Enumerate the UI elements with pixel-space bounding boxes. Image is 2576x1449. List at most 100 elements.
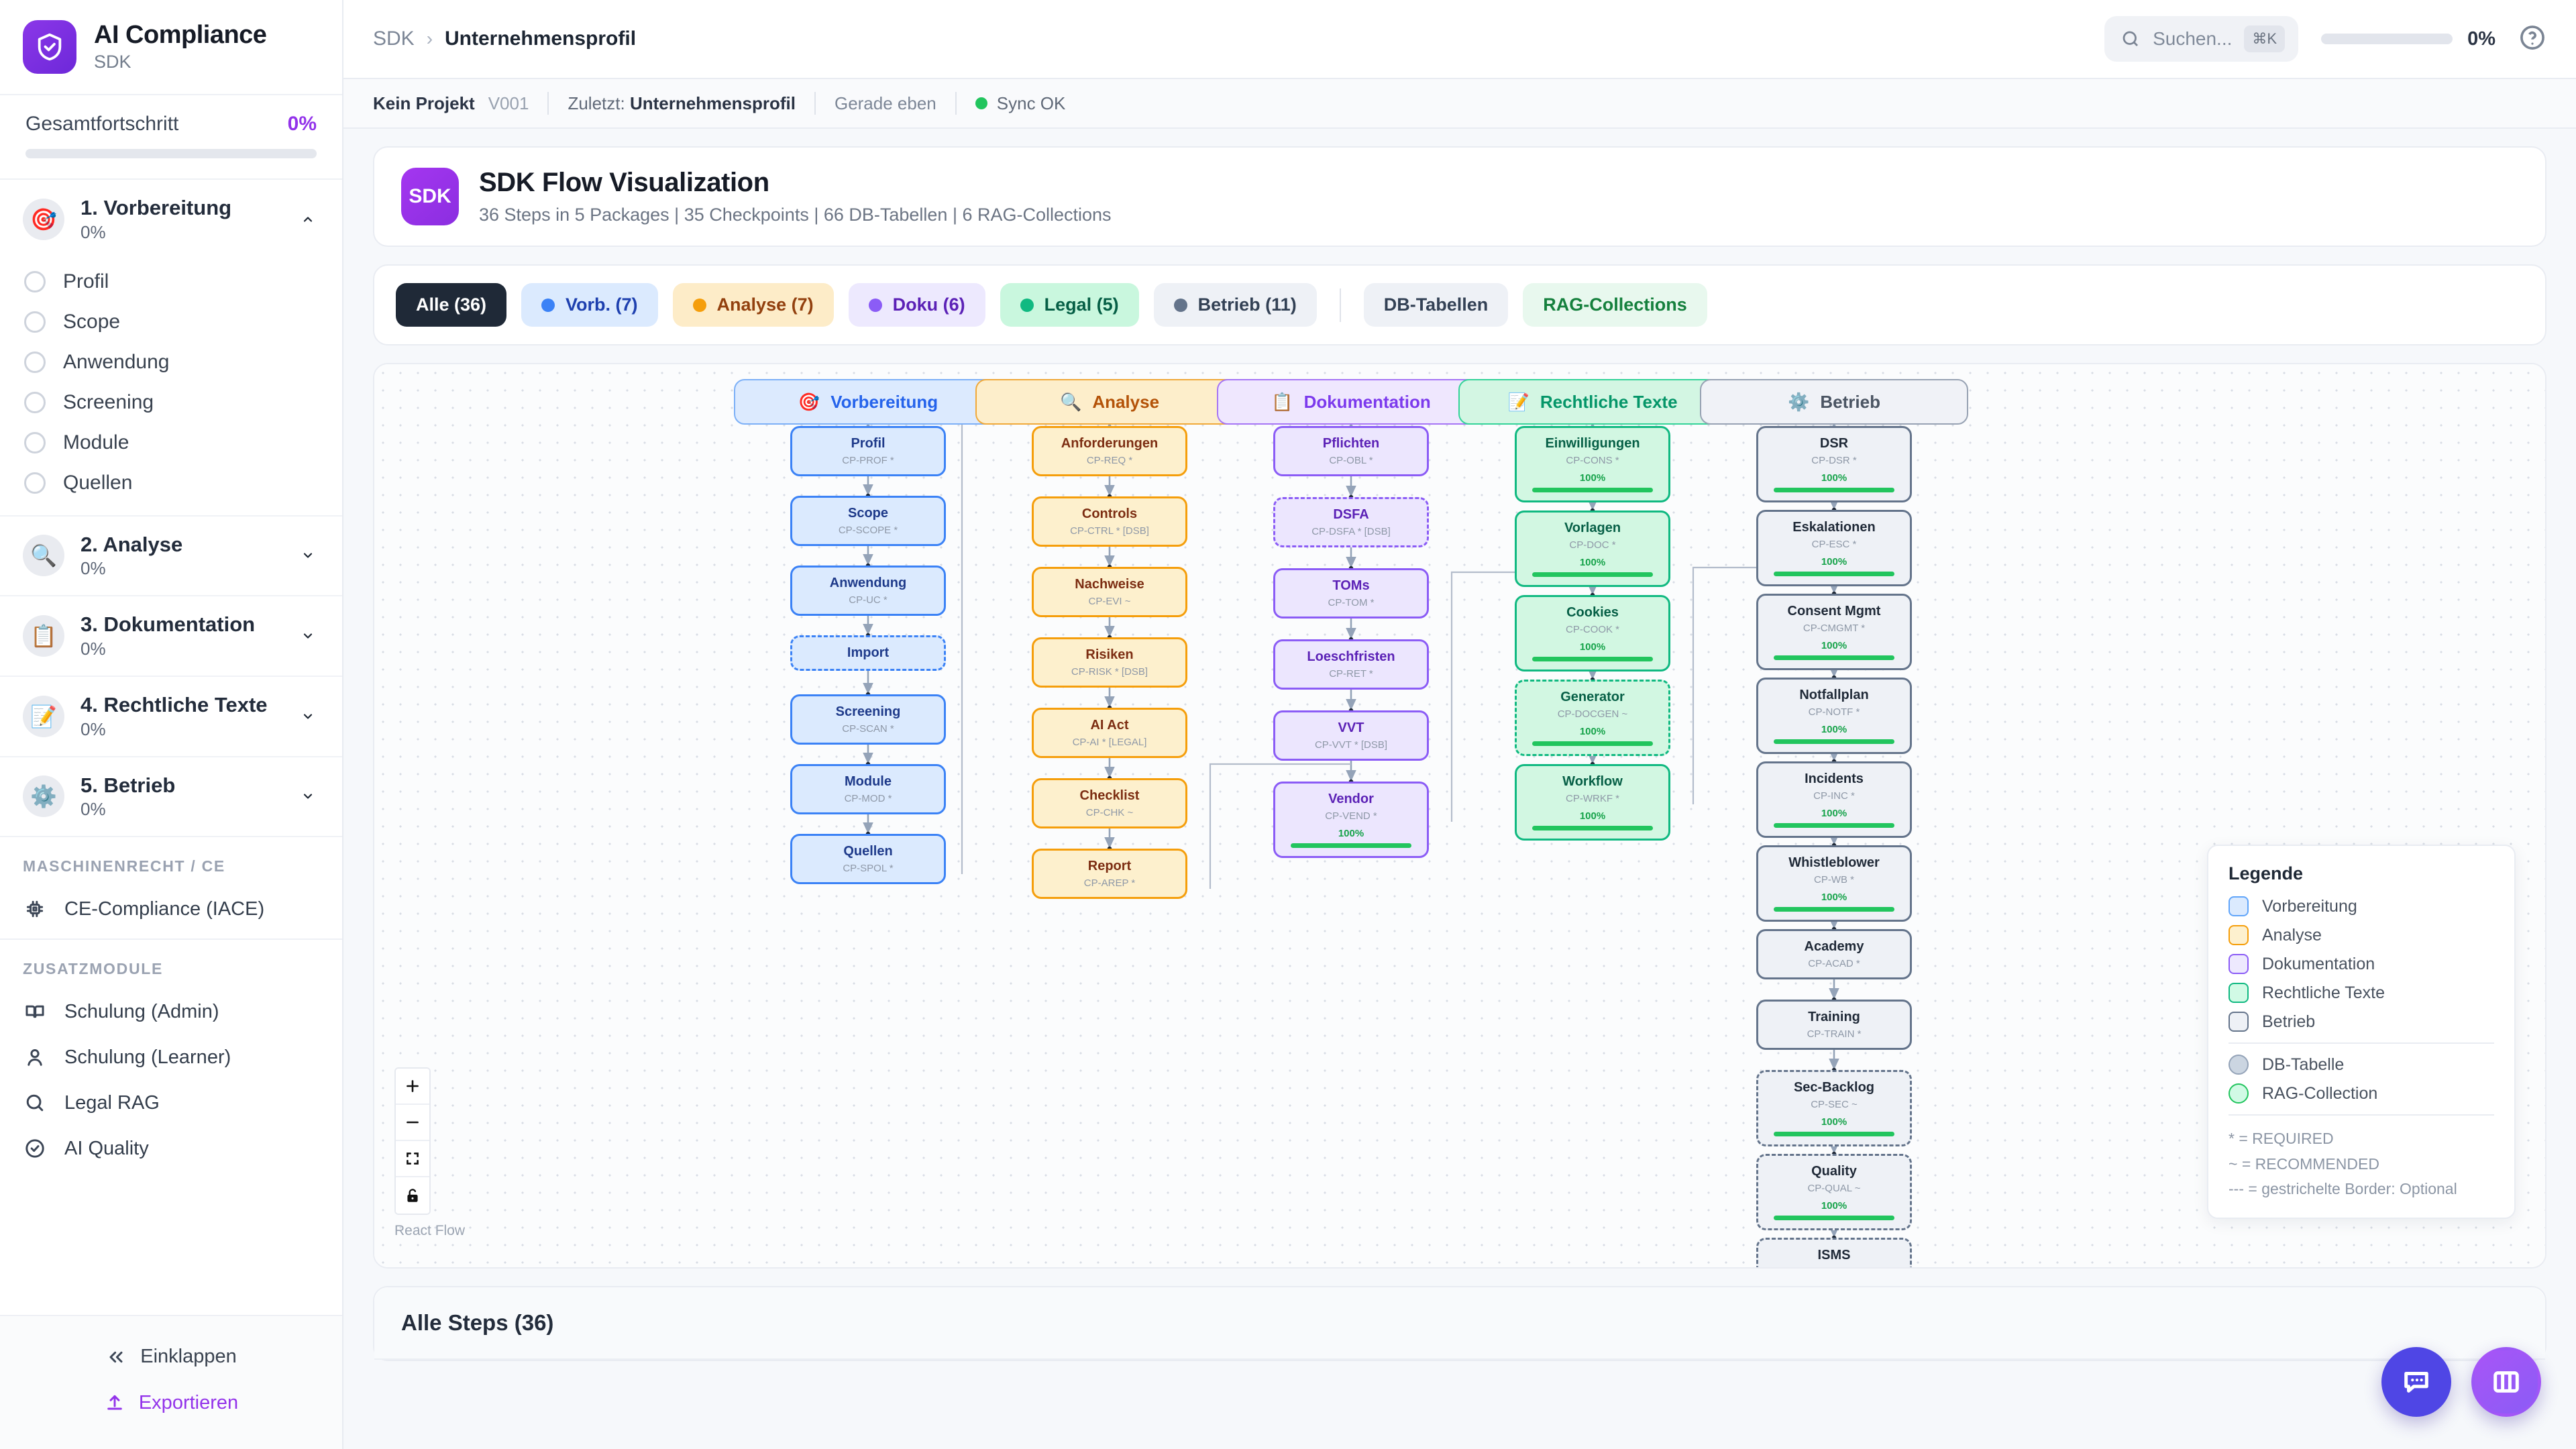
filter-chip-betrieb-11[interactable]: Betrieb (11) xyxy=(1153,283,1317,327)
step-status-radio[interactable] xyxy=(24,472,46,494)
filter-chip-rag-collections[interactable]: RAG-Collections xyxy=(1523,283,1707,327)
sidebar-item-anwendung[interactable]: Anwendung xyxy=(0,342,342,382)
flow-node-cookies[interactable]: Cookies CP-COOK * 100% xyxy=(1515,595,1670,672)
step-status-radio[interactable] xyxy=(24,311,46,333)
sidebar-item-module[interactable]: Module xyxy=(0,423,342,463)
phase-toggle-1[interactable] xyxy=(297,213,319,226)
flow-node-quellen[interactable]: Quellen CP-SPOL * xyxy=(790,834,946,884)
flow-node-import[interactable]: Import xyxy=(790,635,946,671)
meta-divider-1 xyxy=(547,92,549,115)
flow-node-consent-mgmt[interactable]: Consent Mgmt CP-CMGMT * 100% xyxy=(1756,594,1912,670)
flow-node-anwendung[interactable]: Anwendung CP-UC * xyxy=(790,566,946,616)
sync-status-label: Sync OK xyxy=(996,93,1066,113)
phase-header-1[interactable]: 🎯 1. Vorbereitung 0% xyxy=(0,180,342,259)
flow-node-code: CP-QUAL ~ xyxy=(1807,1183,1861,1194)
flow-node-loeschfristen[interactable]: Loeschfristen CP-RET * xyxy=(1273,639,1429,690)
sidebar-item-schulung-admin[interactable]: Schulung (Admin) xyxy=(0,989,342,1034)
flow-node-percent: 100% xyxy=(1821,724,1847,735)
sidebar-item-screening[interactable]: Screening xyxy=(0,382,342,423)
step-status-radio[interactable] xyxy=(24,391,46,413)
flow-node-workflow[interactable]: Workflow CP-WRKF * 100% xyxy=(1515,764,1670,841)
flow-node-profil[interactable]: Profil CP-PROF * xyxy=(790,426,946,476)
lock-toggle-button[interactable] xyxy=(396,1177,429,1214)
phase-toggle-3[interactable] xyxy=(297,629,319,643)
flow-node-toms[interactable]: TOMs CP-TOM * xyxy=(1273,568,1429,619)
flow-node-sec-backlog[interactable]: Sec-Backlog CP-SEC ~ 100% xyxy=(1756,1070,1912,1146)
flow-node-checklist[interactable]: Checklist CP-CHK ~ xyxy=(1032,778,1187,828)
legend-row-betrieb: Betrieb xyxy=(2229,1012,2494,1032)
flow-node-training[interactable]: Training CP-TRAIN * xyxy=(1756,1000,1912,1050)
flow-node-academy[interactable]: Academy CP-ACAD * xyxy=(1756,929,1912,979)
flow-node-eskalationen[interactable]: Eskalationen CP-ESC * 100% xyxy=(1756,510,1912,586)
export-button[interactable]: Exportieren xyxy=(0,1380,342,1426)
legend-label: Dokumentation xyxy=(2262,954,2375,973)
sidebar-item-quellen[interactable]: Quellen xyxy=(0,463,342,503)
search-input[interactable]: Suchen... ⌘K xyxy=(2104,16,2299,62)
lane-emoji-icon: ⚙️ xyxy=(1788,391,1810,412)
flow-node-quality[interactable]: Quality CP-QUAL ~ 100% xyxy=(1756,1154,1912,1230)
breadcrumb-root[interactable]: SDK xyxy=(373,28,415,50)
step-status-radio[interactable] xyxy=(24,431,46,453)
flow-node-vorlagen[interactable]: Vorlagen CP-DOC * 100% xyxy=(1515,511,1670,587)
sidebar-item-schulung-learner[interactable]: Schulung (Learner) xyxy=(0,1034,342,1080)
flow-node-module[interactable]: Module CP-MOD * xyxy=(790,764,946,814)
panel-fab[interactable] xyxy=(2471,1347,2541,1417)
phase-header-5[interactable]: ⚙️ 5. Betrieb 0% xyxy=(0,757,342,837)
filter-chip-analyse-7[interactable]: Analyse (7) xyxy=(672,283,834,327)
flow-node-vvt[interactable]: VVT CP-VVT * [DSB] xyxy=(1273,710,1429,761)
step-status-radio[interactable] xyxy=(24,351,46,373)
sync-status-dot xyxy=(975,97,987,109)
zoom-out-button[interactable] xyxy=(396,1105,429,1141)
legend-divider-2 xyxy=(2229,1114,2494,1116)
flow-node-ai-act[interactable]: AI Act CP-AI * [LEGAL] xyxy=(1032,708,1187,758)
flow-node-title: Cookies xyxy=(1566,605,1619,620)
flow-node-scope[interactable]: Scope CP-SCOPE * xyxy=(790,496,946,546)
phase-header-3[interactable]: 📋 3. Dokumentation 0% xyxy=(0,596,342,676)
filter-chip-vorb-7[interactable]: Vorb. (7) xyxy=(521,283,658,327)
flow-node-notfallplan[interactable]: Notfallplan CP-NOTF * 100% xyxy=(1756,678,1912,754)
flow-canvas-card[interactable]: 🎯 Vorbereitung 🔍 Analyse 📋 Dokumentation… xyxy=(373,363,2546,1269)
collapse-sidebar-button[interactable]: Einklappen xyxy=(0,1334,342,1380)
phase-toggle-5[interactable] xyxy=(297,790,319,803)
flow-node-pflichten[interactable]: Pflichten CP-OBL * xyxy=(1273,426,1429,476)
flow-canvas-grid[interactable] xyxy=(374,364,2545,1267)
phase-icon-4: 📝 xyxy=(23,695,64,737)
zoom-in-button[interactable] xyxy=(396,1069,429,1105)
flow-node-risiken[interactable]: Risiken CP-RISK * [DSB] xyxy=(1032,637,1187,688)
flow-node-isms[interactable]: ISMS CP-ISMS ~ [DSB] 100% xyxy=(1756,1238,1912,1267)
flow-node-code: CP-EVI ~ xyxy=(1088,596,1131,607)
sidebar-item-profil[interactable]: Profil xyxy=(0,262,342,302)
help-button[interactable] xyxy=(2518,23,2546,55)
flow-node-incidents[interactable]: Incidents CP-INC * 100% xyxy=(1756,761,1912,838)
flow-node-screening[interactable]: Screening CP-SCAN * xyxy=(790,694,946,745)
phase-header-2[interactable]: 🔍 2. Analyse 0% xyxy=(0,517,342,596)
filter-chip-doku-6[interactable]: Doku (6) xyxy=(848,283,985,327)
phase-header-4[interactable]: 📝 4. Rechtliche Texte 0% xyxy=(0,677,342,756)
flow-node-einwilligungen[interactable]: Einwilligungen CP-CONS * 100% xyxy=(1515,426,1670,502)
phase-toggle-4[interactable] xyxy=(297,710,319,723)
filter-chip-label: Analyse (7) xyxy=(716,294,814,315)
header-progress-value: 0% xyxy=(2467,28,2496,50)
chat-fab[interactable] xyxy=(2381,1347,2451,1417)
flow-node-whistleblower[interactable]: Whistleblower CP-WB * 100% xyxy=(1756,845,1912,922)
sidebar-item-legal-rag[interactable]: Legal RAG xyxy=(0,1080,342,1126)
flow-node-controls[interactable]: Controls CP-CTRL * [DSB] xyxy=(1032,496,1187,547)
flow-node-generator[interactable]: Generator CP-DOCGEN ~ 100% xyxy=(1515,680,1670,756)
phase-toggle-2[interactable] xyxy=(297,549,319,562)
flow-node-report[interactable]: Report CP-AREP * xyxy=(1032,849,1187,899)
phase-name-3: 3. Dokumentation xyxy=(80,612,256,637)
flow-node-vendor[interactable]: Vendor CP-VEND * 100% xyxy=(1273,782,1429,858)
flow-node-anforderungen[interactable]: Anforderungen CP-REQ * xyxy=(1032,426,1187,476)
sidebar-item-ai-quality[interactable]: AI Quality xyxy=(0,1126,342,1171)
filter-chip-db-tabellen[interactable]: DB-Tabellen xyxy=(1363,283,1509,327)
fit-view-button[interactable] xyxy=(396,1141,429,1177)
filter-chip-legal-5[interactable]: Legal (5) xyxy=(1000,283,1139,327)
sidebar-item-ce-compliance-iace[interactable]: CE-Compliance (IACE) xyxy=(0,886,342,932)
step-status-radio[interactable] xyxy=(24,270,46,292)
filter-chip-alle-36[interactable]: Alle (36) xyxy=(396,283,507,327)
lane-header-label: Dokumentation xyxy=(1303,391,1431,412)
sidebar-item-scope[interactable]: Scope xyxy=(0,302,342,342)
flow-node-dsfa[interactable]: DSFA CP-DSFA * [DSB] xyxy=(1273,497,1429,547)
flow-node-dsr[interactable]: DSR CP-DSR * 100% xyxy=(1756,426,1912,502)
flow-node-nachweise[interactable]: Nachweise CP-EVI ~ xyxy=(1032,567,1187,617)
